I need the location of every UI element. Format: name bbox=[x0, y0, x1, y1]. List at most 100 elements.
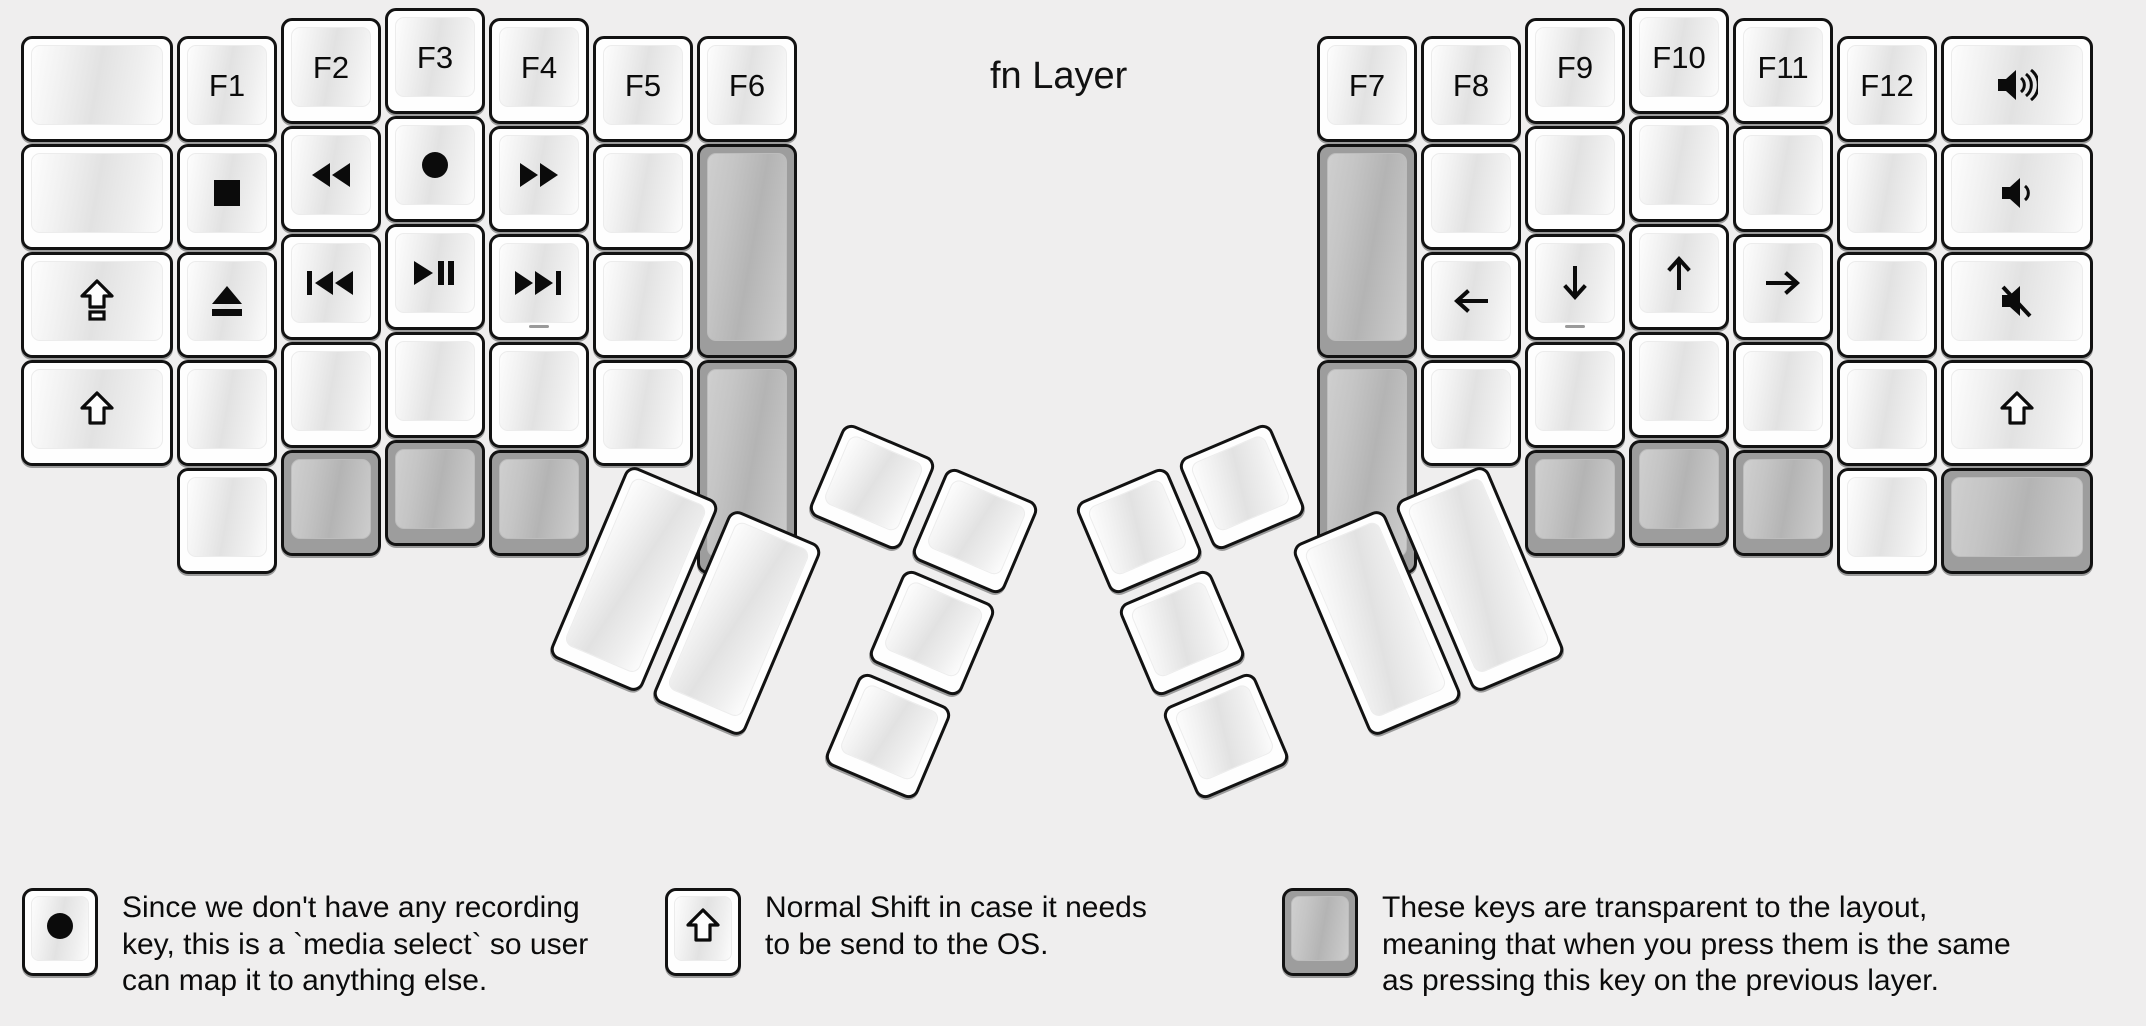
keycap-label: F6 bbox=[728, 67, 766, 103]
keycap-face bbox=[1189, 433, 1292, 534]
right-col-index-key-4[interactable] bbox=[1525, 342, 1625, 448]
right-col-ring-key-2[interactable] bbox=[1733, 126, 1833, 232]
left-col-pinky-outer-key-2[interactable] bbox=[21, 144, 173, 250]
left-col-index-key-4[interactable] bbox=[489, 342, 589, 448]
keycap-face bbox=[1847, 153, 1927, 233]
page-title: fn Layer bbox=[990, 55, 1128, 97]
legend-transparent-key[interactable] bbox=[1282, 888, 1358, 976]
keycap-face bbox=[1743, 351, 1823, 431]
left-col-inner-key-1[interactable]: F6 bbox=[697, 36, 797, 142]
keycap-face: F6 bbox=[707, 45, 787, 125]
right-col-pinky-outer-key-2[interactable] bbox=[1941, 144, 2093, 250]
legend-shift-text: Normal Shift in case it needs to be send… bbox=[765, 891, 1147, 961]
right-col-pinky-key-1[interactable]: F12 bbox=[1837, 36, 1937, 142]
keycap-face: F3 bbox=[395, 17, 475, 97]
left-col-inner-key-2[interactable] bbox=[697, 144, 797, 358]
right-col-ring-key-4[interactable] bbox=[1733, 342, 1833, 448]
left-col-pinky-outer-key-3[interactable] bbox=[21, 252, 173, 358]
legend-transparent-text: These keys are transparent to the layout… bbox=[1382, 891, 2011, 998]
right-col-index-inner-key-1[interactable]: F8 bbox=[1421, 36, 1521, 142]
right-col-pinky-key-5[interactable] bbox=[1837, 468, 1937, 574]
keycap-face bbox=[603, 261, 683, 341]
keycap-face bbox=[707, 153, 787, 341]
keycap-face bbox=[1535, 459, 1615, 539]
right-col-index-key-3[interactable] bbox=[1525, 234, 1625, 340]
left-col-pinky-key-2[interactable] bbox=[177, 144, 277, 250]
left-col-middle-key-4[interactable] bbox=[385, 332, 485, 438]
right-col-middle-key-5[interactable] bbox=[1629, 440, 1729, 546]
keycap-face bbox=[1535, 243, 1615, 323]
keycap-label: F5 bbox=[624, 67, 662, 103]
right-col-pinky-key-3[interactable] bbox=[1837, 252, 1937, 358]
legend-shift-key[interactable] bbox=[665, 888, 741, 976]
left-col-pinky-key-5[interactable] bbox=[177, 468, 277, 574]
right-col-ring-key-3[interactable] bbox=[1733, 234, 1833, 340]
keycap-face: F7 bbox=[1327, 45, 1407, 125]
keycap-face: F11 bbox=[1743, 27, 1823, 107]
left-col-index-inner-key-1[interactable]: F5 bbox=[593, 36, 693, 142]
keycap-face: F5 bbox=[603, 45, 683, 125]
right-col-middle-key-2[interactable] bbox=[1629, 116, 1729, 222]
keycap-face: F4 bbox=[499, 27, 579, 107]
left-col-pinky-key-4[interactable] bbox=[177, 360, 277, 466]
left-col-pinky-outer-key-4[interactable] bbox=[21, 360, 173, 466]
left-col-ring-key-3[interactable] bbox=[281, 234, 381, 340]
right-col-ring-key-1[interactable]: F11 bbox=[1733, 18, 1833, 124]
right-col-middle-key-3[interactable] bbox=[1629, 224, 1729, 330]
right-col-ring-key-5[interactable] bbox=[1733, 450, 1833, 556]
right-col-index-inner-key-4[interactable] bbox=[1421, 360, 1521, 466]
left-col-pinky-outer-key-1[interactable] bbox=[21, 36, 173, 142]
left-col-middle-key-2[interactable] bbox=[385, 116, 485, 222]
right-col-index-key-1[interactable]: F9 bbox=[1525, 18, 1625, 124]
keycap-face: F2 bbox=[291, 27, 371, 107]
right-col-pinky-outer-key-4[interactable] bbox=[1941, 360, 2093, 466]
right-col-pinky-outer-key-5[interactable] bbox=[1941, 468, 2093, 574]
legend-record-key[interactable] bbox=[22, 888, 98, 976]
left-col-index-inner-key-4[interactable] bbox=[593, 360, 693, 466]
keycap-face bbox=[882, 579, 985, 680]
keycap-face bbox=[1639, 341, 1719, 421]
right-col-pinky-key-4[interactable] bbox=[1837, 360, 1937, 466]
left-col-index-key-1[interactable]: F4 bbox=[489, 18, 589, 124]
left-col-index-inner-key-3[interactable] bbox=[593, 252, 693, 358]
keycap-face bbox=[499, 135, 579, 215]
right-col-inner-key-2[interactable] bbox=[1317, 144, 1417, 358]
keycap-face bbox=[31, 153, 163, 233]
arrow-right-icon bbox=[1764, 268, 1802, 298]
right-col-middle-key-4[interactable] bbox=[1629, 332, 1729, 438]
left-col-ring-key-5[interactable] bbox=[281, 450, 381, 556]
left-col-middle-key-1[interactable]: F3 bbox=[385, 8, 485, 114]
left-col-index-inner-key-2[interactable] bbox=[593, 144, 693, 250]
left-col-pinky-key-3[interactable] bbox=[177, 252, 277, 358]
keycap-face bbox=[31, 896, 89, 961]
left-col-index-key-2[interactable] bbox=[489, 126, 589, 232]
keycap-face bbox=[603, 369, 683, 449]
left-col-ring-key-2[interactable] bbox=[281, 126, 381, 232]
right-col-pinky-key-2[interactable] bbox=[1837, 144, 1937, 250]
left-col-middle-key-5[interactable] bbox=[385, 440, 485, 546]
caps-lock-icon bbox=[79, 279, 115, 323]
keycap-label: F2 bbox=[312, 49, 350, 85]
right-col-inner-key-1[interactable]: F7 bbox=[1317, 36, 1417, 142]
right-col-index-key-5[interactable] bbox=[1525, 450, 1625, 556]
right-col-pinky-outer-key-3[interactable] bbox=[1941, 252, 2093, 358]
volume-mute-icon bbox=[2000, 283, 2034, 319]
right-col-index-key-2[interactable] bbox=[1525, 126, 1625, 232]
keycap-label: F7 bbox=[1348, 67, 1386, 103]
keycap-face bbox=[1431, 369, 1511, 449]
shift-icon bbox=[79, 391, 115, 427]
left-col-middle-key-3[interactable] bbox=[385, 224, 485, 330]
left-col-ring-key-1[interactable]: F2 bbox=[281, 18, 381, 124]
keycap-label: F9 bbox=[1556, 49, 1594, 85]
left-col-ring-key-4[interactable] bbox=[281, 342, 381, 448]
left-col-index-key-5[interactable] bbox=[489, 450, 589, 556]
left-col-pinky-key-1[interactable]: F1 bbox=[177, 36, 277, 142]
right-col-index-inner-key-2[interactable] bbox=[1421, 144, 1521, 250]
right-col-middle-key-1[interactable]: F10 bbox=[1629, 8, 1729, 114]
right-col-index-inner-key-3[interactable] bbox=[1421, 252, 1521, 358]
keycap-face: F1 bbox=[187, 45, 267, 125]
right-col-pinky-outer-key-1[interactable] bbox=[1941, 36, 2093, 142]
left-col-index-key-3[interactable] bbox=[489, 234, 589, 340]
keycap-face bbox=[291, 351, 371, 431]
keycap-face: F9 bbox=[1535, 27, 1615, 107]
